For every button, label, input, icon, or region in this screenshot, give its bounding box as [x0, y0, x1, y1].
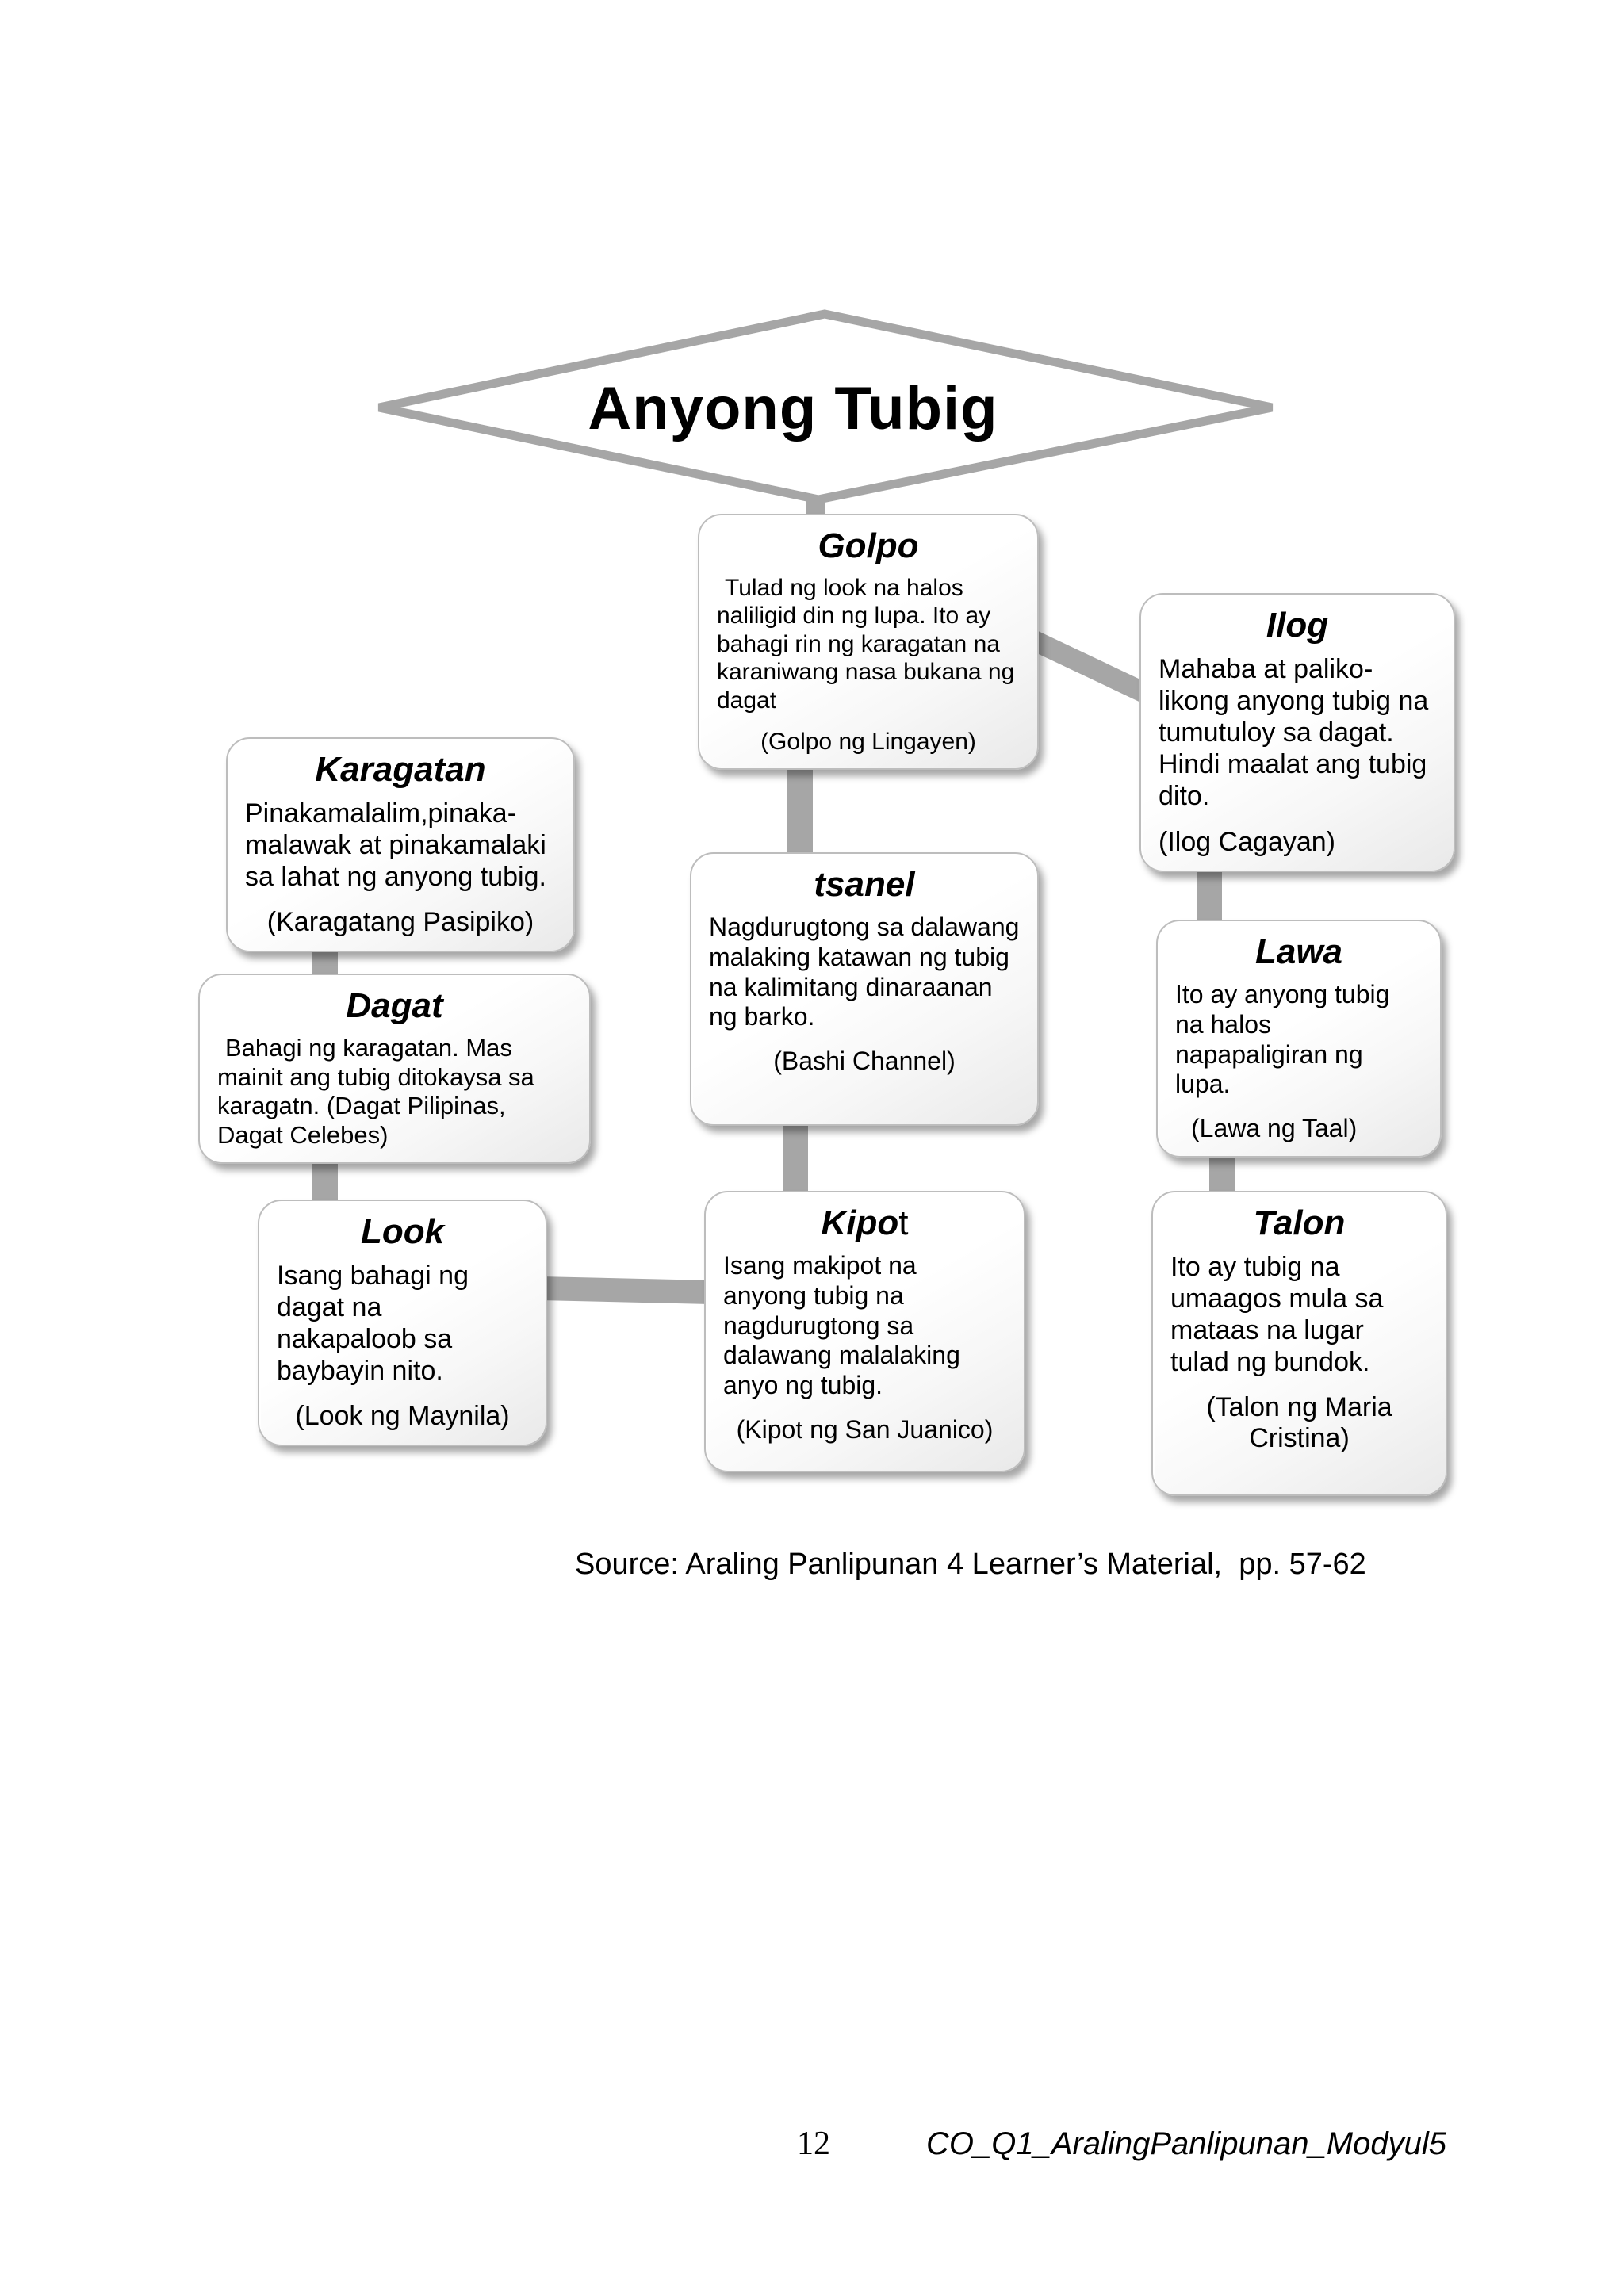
node-title: Kipot [723, 1203, 1006, 1243]
node-example: (Lawa ng Taal) [1191, 1114, 1358, 1142]
node-body: Isang bahagi ng dagat na nakapaloob sa b… [277, 1261, 469, 1387]
node-title: Ilog [1266, 606, 1329, 645]
module-code: CO_Q1_AralingPanlipunan_Modyul5 [926, 2126, 1446, 2161]
node-body: Bahagi ng karagatan. Mas mainit ang tubi… [217, 1034, 534, 1149]
node-title: tsanel [814, 865, 915, 904]
node-karagatan: Karagatan Pinakamalalim,pinaka-malawak a… [226, 737, 575, 953]
node-title: Lawa [1254, 932, 1343, 971]
connector-look-kipot [538, 1276, 713, 1304]
node-body: Isang makipot na anyong tubig na nagduru… [723, 1251, 960, 1399]
node-ilog: Ilog Mahaba at paliko-likong anyong tubi… [1139, 593, 1455, 872]
node-example: (Ilog Cagayan) [1159, 826, 1336, 857]
node-example: (Golpo ng Lingayen) [760, 728, 976, 755]
node-body: Ito ay anyong tubig na halos napapaligir… [1175, 980, 1390, 1099]
node-title: Dagat [346, 986, 443, 1025]
node-talon: Talon Ito ay tubig na umaagos mula sa ma… [1151, 1191, 1447, 1496]
node-example: (Look ng Maynila) [295, 1401, 510, 1432]
node-tsanel: tsanel Nagdurugtong sa dalawang malaking… [690, 852, 1039, 1126]
node-example: (Kipot ng San Juanico) [736, 1414, 994, 1444]
diagram-title: Anyong Tubig [588, 375, 998, 442]
node-lawa: Lawa Ito ay anyong tubig na halos napapa… [1156, 920, 1442, 1158]
page-footer: 12 CO_Q1_AralingPanlipunan_Modyul5 [0, 2123, 1624, 2171]
node-title: Talon [1253, 1203, 1346, 1242]
node-body: Ito ay tubig na umaagos mula sa mataas n… [1170, 1252, 1384, 1378]
node-dagat: Dagat Bahagi ng karagatan. Mas mainit an… [198, 974, 591, 1165]
page-number: 12 [797, 2126, 830, 2162]
connector-golpo-ilog [1026, 629, 1156, 706]
node-look: Look Isang bahagi ng dagat na nakapaloob… [258, 1200, 547, 1447]
node-title: Look [360, 1212, 445, 1251]
source-citation: Source: Araling Panlipunan 4 Learner’s M… [575, 1548, 1366, 1581]
node-body: Nagdurugtong sa dalawang malaking katawa… [709, 913, 1020, 1031]
node-golpo: Golpo Tulad ng look na halos naliligid d… [698, 514, 1039, 770]
node-body: Mahaba at paliko-likong anyong tubig na … [1159, 654, 1429, 812]
node-title: Golpo [818, 526, 919, 565]
node-title-italic: Kipo [821, 1203, 899, 1242]
node-kipot: Kipot Isang makipot na anyong tubig na n… [704, 1191, 1025, 1472]
node-title-plain: t [898, 1203, 909, 1242]
node-body: Pinakamalalim,pinaka-malawak at pinakama… [245, 798, 546, 893]
node-example: (Talon ng Maria Cristina) [1206, 1392, 1392, 1454]
node-example: (Karagatang Pasipiko) [266, 907, 534, 938]
node-title: Karagatan [315, 750, 486, 789]
title-diamond-shape [377, 309, 1274, 504]
node-body: Tulad ng look na halos naliligid din ng … [717, 575, 1015, 714]
node-example: (Bashi Channel) [773, 1047, 956, 1075]
